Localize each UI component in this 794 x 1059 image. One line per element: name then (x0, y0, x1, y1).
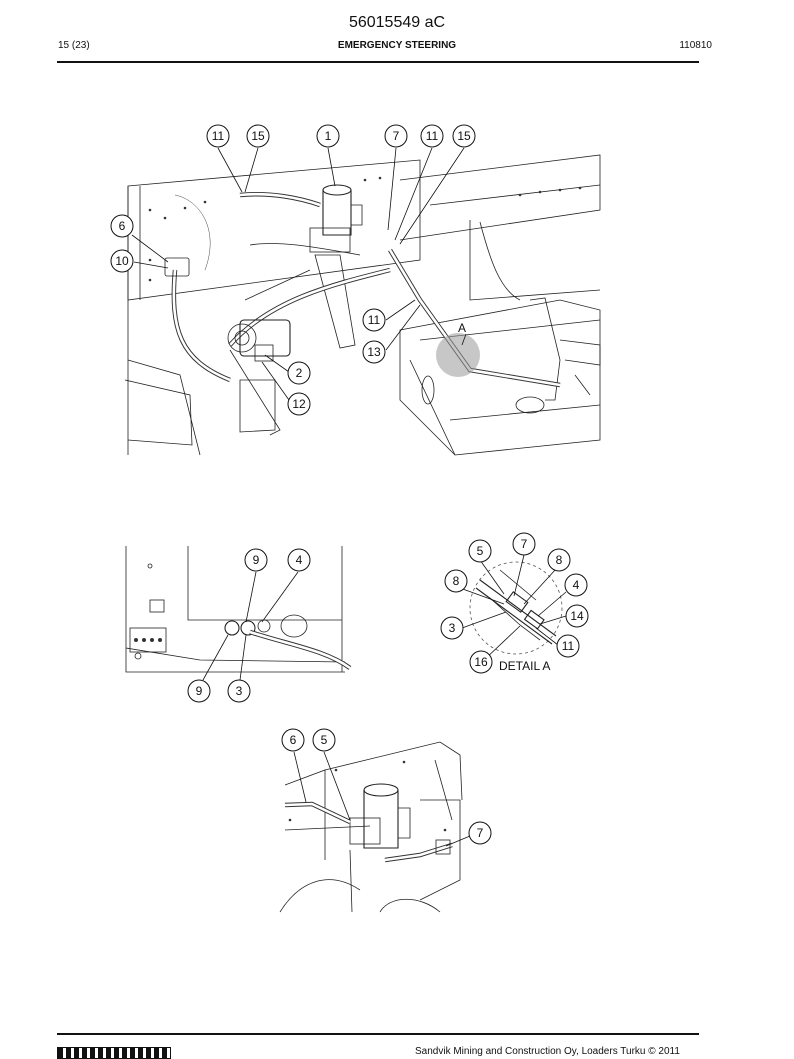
callout-15-a: 15 (246, 124, 270, 148)
callout-detail-16: 16 (469, 650, 493, 674)
svg-text:8: 8 (556, 553, 563, 567)
section-title: EMERGENCY STEERING (337, 40, 457, 51)
callout-detail-3: 3 (440, 616, 464, 640)
callout-12: 12 (287, 392, 311, 416)
callout-11-b: 11 (420, 124, 444, 148)
callout-detail-4: 4 (564, 573, 588, 597)
callout-acc-6: 6 (281, 728, 305, 752)
svg-text:5: 5 (321, 733, 328, 747)
svg-text:13: 13 (367, 345, 381, 359)
svg-text:12: 12 (292, 397, 306, 411)
svg-text:15: 15 (457, 129, 471, 143)
svg-text:11: 11 (212, 129, 225, 143)
svg-text:15: 15 (251, 129, 265, 143)
svg-text:14: 14 (570, 609, 584, 623)
svg-text:7: 7 (393, 129, 400, 143)
svg-text:9: 9 (253, 553, 260, 567)
callout-detail-8-right: 8 (547, 548, 571, 572)
detail-a-caption: DETAIL A (499, 659, 550, 673)
svg-text:7: 7 (521, 537, 528, 551)
svg-text:7: 7 (477, 826, 484, 840)
callout-detail-7: 7 (512, 532, 536, 556)
detail-a-marker: A (458, 321, 466, 335)
callout-3: 3 (227, 679, 251, 703)
detail-a-highlight (436, 333, 480, 377)
callout-10: 10 (110, 249, 134, 273)
callout-11-a: 11 (206, 124, 230, 148)
header-rule (57, 61, 699, 63)
callout-detail-5: 5 (468, 539, 492, 563)
svg-text:8: 8 (453, 574, 460, 588)
callout-detail-14: 14 (565, 604, 589, 628)
svg-text:4: 4 (573, 578, 580, 592)
svg-text:9: 9 (196, 684, 203, 698)
callout-1: 1 (316, 124, 340, 148)
callout-9-bottom: 9 (187, 679, 211, 703)
svg-text:1: 1 (325, 129, 332, 143)
callout-11-c: 11 (362, 308, 386, 332)
svg-text:2: 2 (296, 366, 303, 380)
callout-detail-8-left: 8 (444, 569, 468, 593)
callout-acc-7: 7 (468, 821, 492, 845)
svg-text:3: 3 (236, 684, 243, 698)
document-date: 110810 (679, 40, 712, 51)
callout-6: 6 (110, 214, 134, 238)
svg-text:11: 11 (368, 313, 381, 327)
footer-copyright: Sandvik Mining and Construction Oy, Load… (415, 1046, 680, 1057)
company-logo (57, 1047, 171, 1059)
page-number: 15 (23) (58, 40, 90, 51)
svg-text:16: 16 (474, 655, 488, 669)
svg-text:4: 4 (296, 553, 303, 567)
tank-connection-illustration: 9 4 9 3 (125, 546, 352, 703)
callout-2: 2 (287, 361, 311, 385)
svg-text:11: 11 (426, 129, 439, 143)
document-id: 56015549 aC (348, 14, 446, 31)
main-frame-illustration: A 11 15 1 7 11 15 6 10 11 13 2 12 (110, 124, 601, 456)
svg-text:11: 11 (562, 639, 575, 653)
callout-15-b: 15 (452, 124, 476, 148)
accumulator-illustration: 6 5 7 (279, 728, 492, 913)
callout-7: 7 (384, 124, 408, 148)
svg-text:6: 6 (119, 219, 126, 233)
svg-text:5: 5 (477, 544, 484, 558)
callout-4: 4 (287, 548, 311, 572)
callout-9-top: 9 (244, 548, 268, 572)
footer-rule (57, 1033, 699, 1035)
callout-detail-11: 11 (556, 634, 580, 658)
svg-text:6: 6 (290, 733, 297, 747)
callout-acc-5: 5 (312, 728, 336, 752)
svg-text:3: 3 (449, 621, 456, 635)
callout-13: 13 (362, 340, 386, 364)
svg-text:10: 10 (115, 254, 129, 268)
detail-a-illustration: 5 7 8 8 4 14 3 11 16 DETAIL A (440, 532, 589, 674)
